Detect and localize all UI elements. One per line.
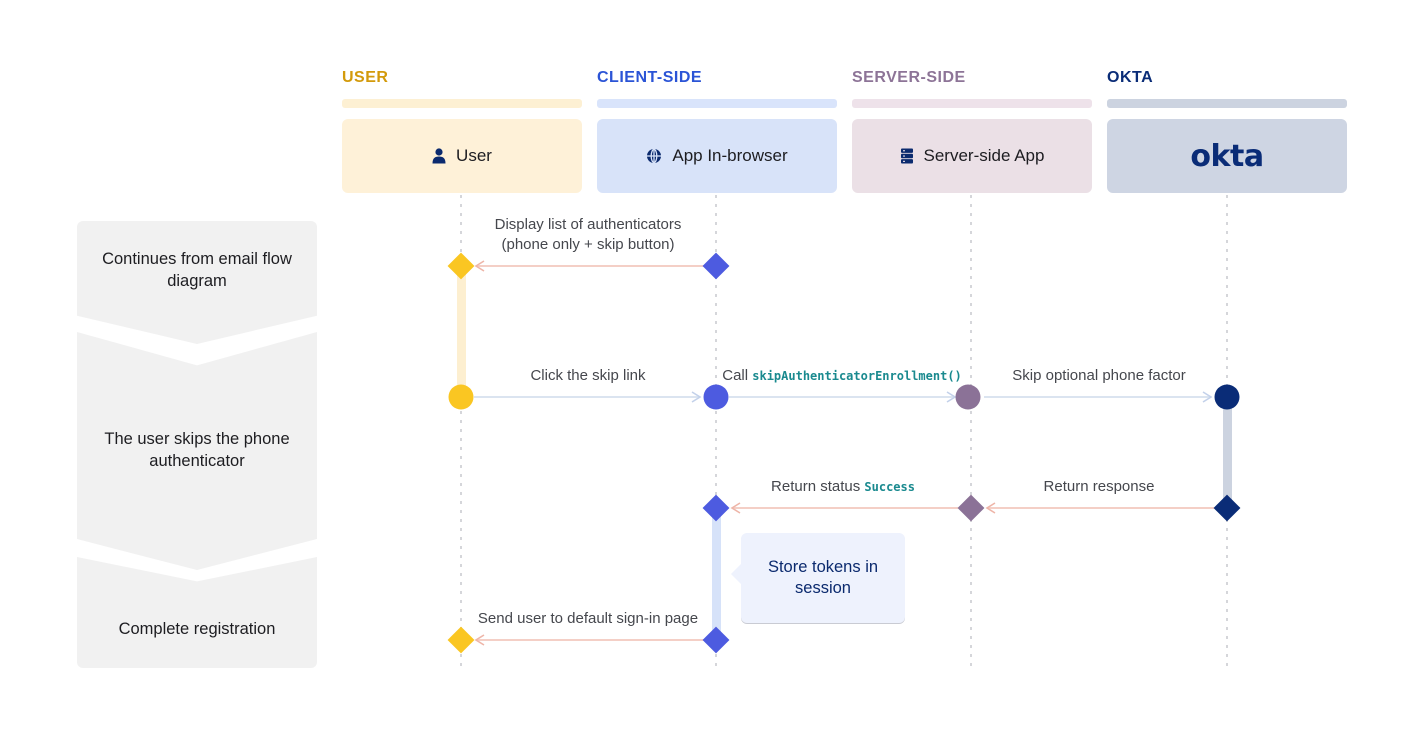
activation-client-side [712,508,721,640]
msg-call-code: skipAuthenticatorEnrollment() [752,369,962,383]
node-okta-circle [1214,384,1240,410]
lane-bar-user [342,99,582,108]
step-user-skips-phone: The user skips the phone authenticator [77,332,317,570]
activation-okta [1223,397,1232,508]
lane-title-okta: OKTA [1107,69,1154,86]
activation-user [457,266,466,397]
participant-server-side: Server-side App [852,119,1092,193]
note-store-tokens: Store tokens in session [741,533,905,623]
node-user-circle [448,384,474,410]
node-server-diamond [957,494,985,522]
node-client-diamond [702,626,730,654]
node-user-diamond [447,626,475,654]
note-tail [731,562,743,586]
node-client-diamond [702,494,730,522]
msg-click-skip: Click the skip link [530,367,646,384]
participant-user: User [342,119,582,193]
participant-client-side: App In-browser [597,119,837,193]
node-client-circle [703,384,729,410]
msg-return-status-code: Success [864,480,915,494]
lane-bar-client-side [597,99,837,108]
step-label: Complete registration [118,619,276,638]
okta-logo: okta [1190,138,1264,174]
msg-send-user: Send user to default sign-in page [478,610,698,627]
participant-okta: okta [1107,119,1347,193]
msg-call-skip: Call skipAuthenticatorEnrollment() [722,367,962,384]
server-icon [900,148,914,164]
participant-server-side-label: Server-side App [923,146,1045,165]
lane-bar-okta [1107,99,1347,108]
note-text: Store tokens in session [767,558,879,597]
lane-title-user: USER [342,69,389,86]
node-user-diamond [447,252,475,280]
node-okta-diamond [1213,494,1241,522]
lane-title-server-side: SERVER-SIDE [852,69,966,86]
node-server-circle [955,384,981,410]
globe-icon [646,148,662,164]
msg-skip-optional: Skip optional phone factor [1012,367,1185,384]
lane-title-client-side: CLIENT-SIDE [597,69,703,86]
participant-client-side-label: App In-browser [672,146,788,165]
step-continues-from-email: Continues from email flow diagram [77,221,317,344]
msg-return-response: Return response [1044,478,1155,495]
msg-call-prefix: Call [722,367,752,384]
msg-return-status: Return status Success [771,478,915,495]
msg-return-status-prefix: Return status [771,478,864,495]
person-icon [432,148,446,164]
node-client-diamond [702,252,730,280]
step-label: Continues from email flow diagram [102,249,292,290]
step-label: The user skips the phone authenticator [104,430,290,470]
lane-bar-server-side [852,99,1092,108]
msg-display-list-line2: (phone only + skip button) [501,236,674,253]
msg-display-list-line1: Display list of authenticators [495,216,682,233]
participant-user-label: User [456,146,492,165]
